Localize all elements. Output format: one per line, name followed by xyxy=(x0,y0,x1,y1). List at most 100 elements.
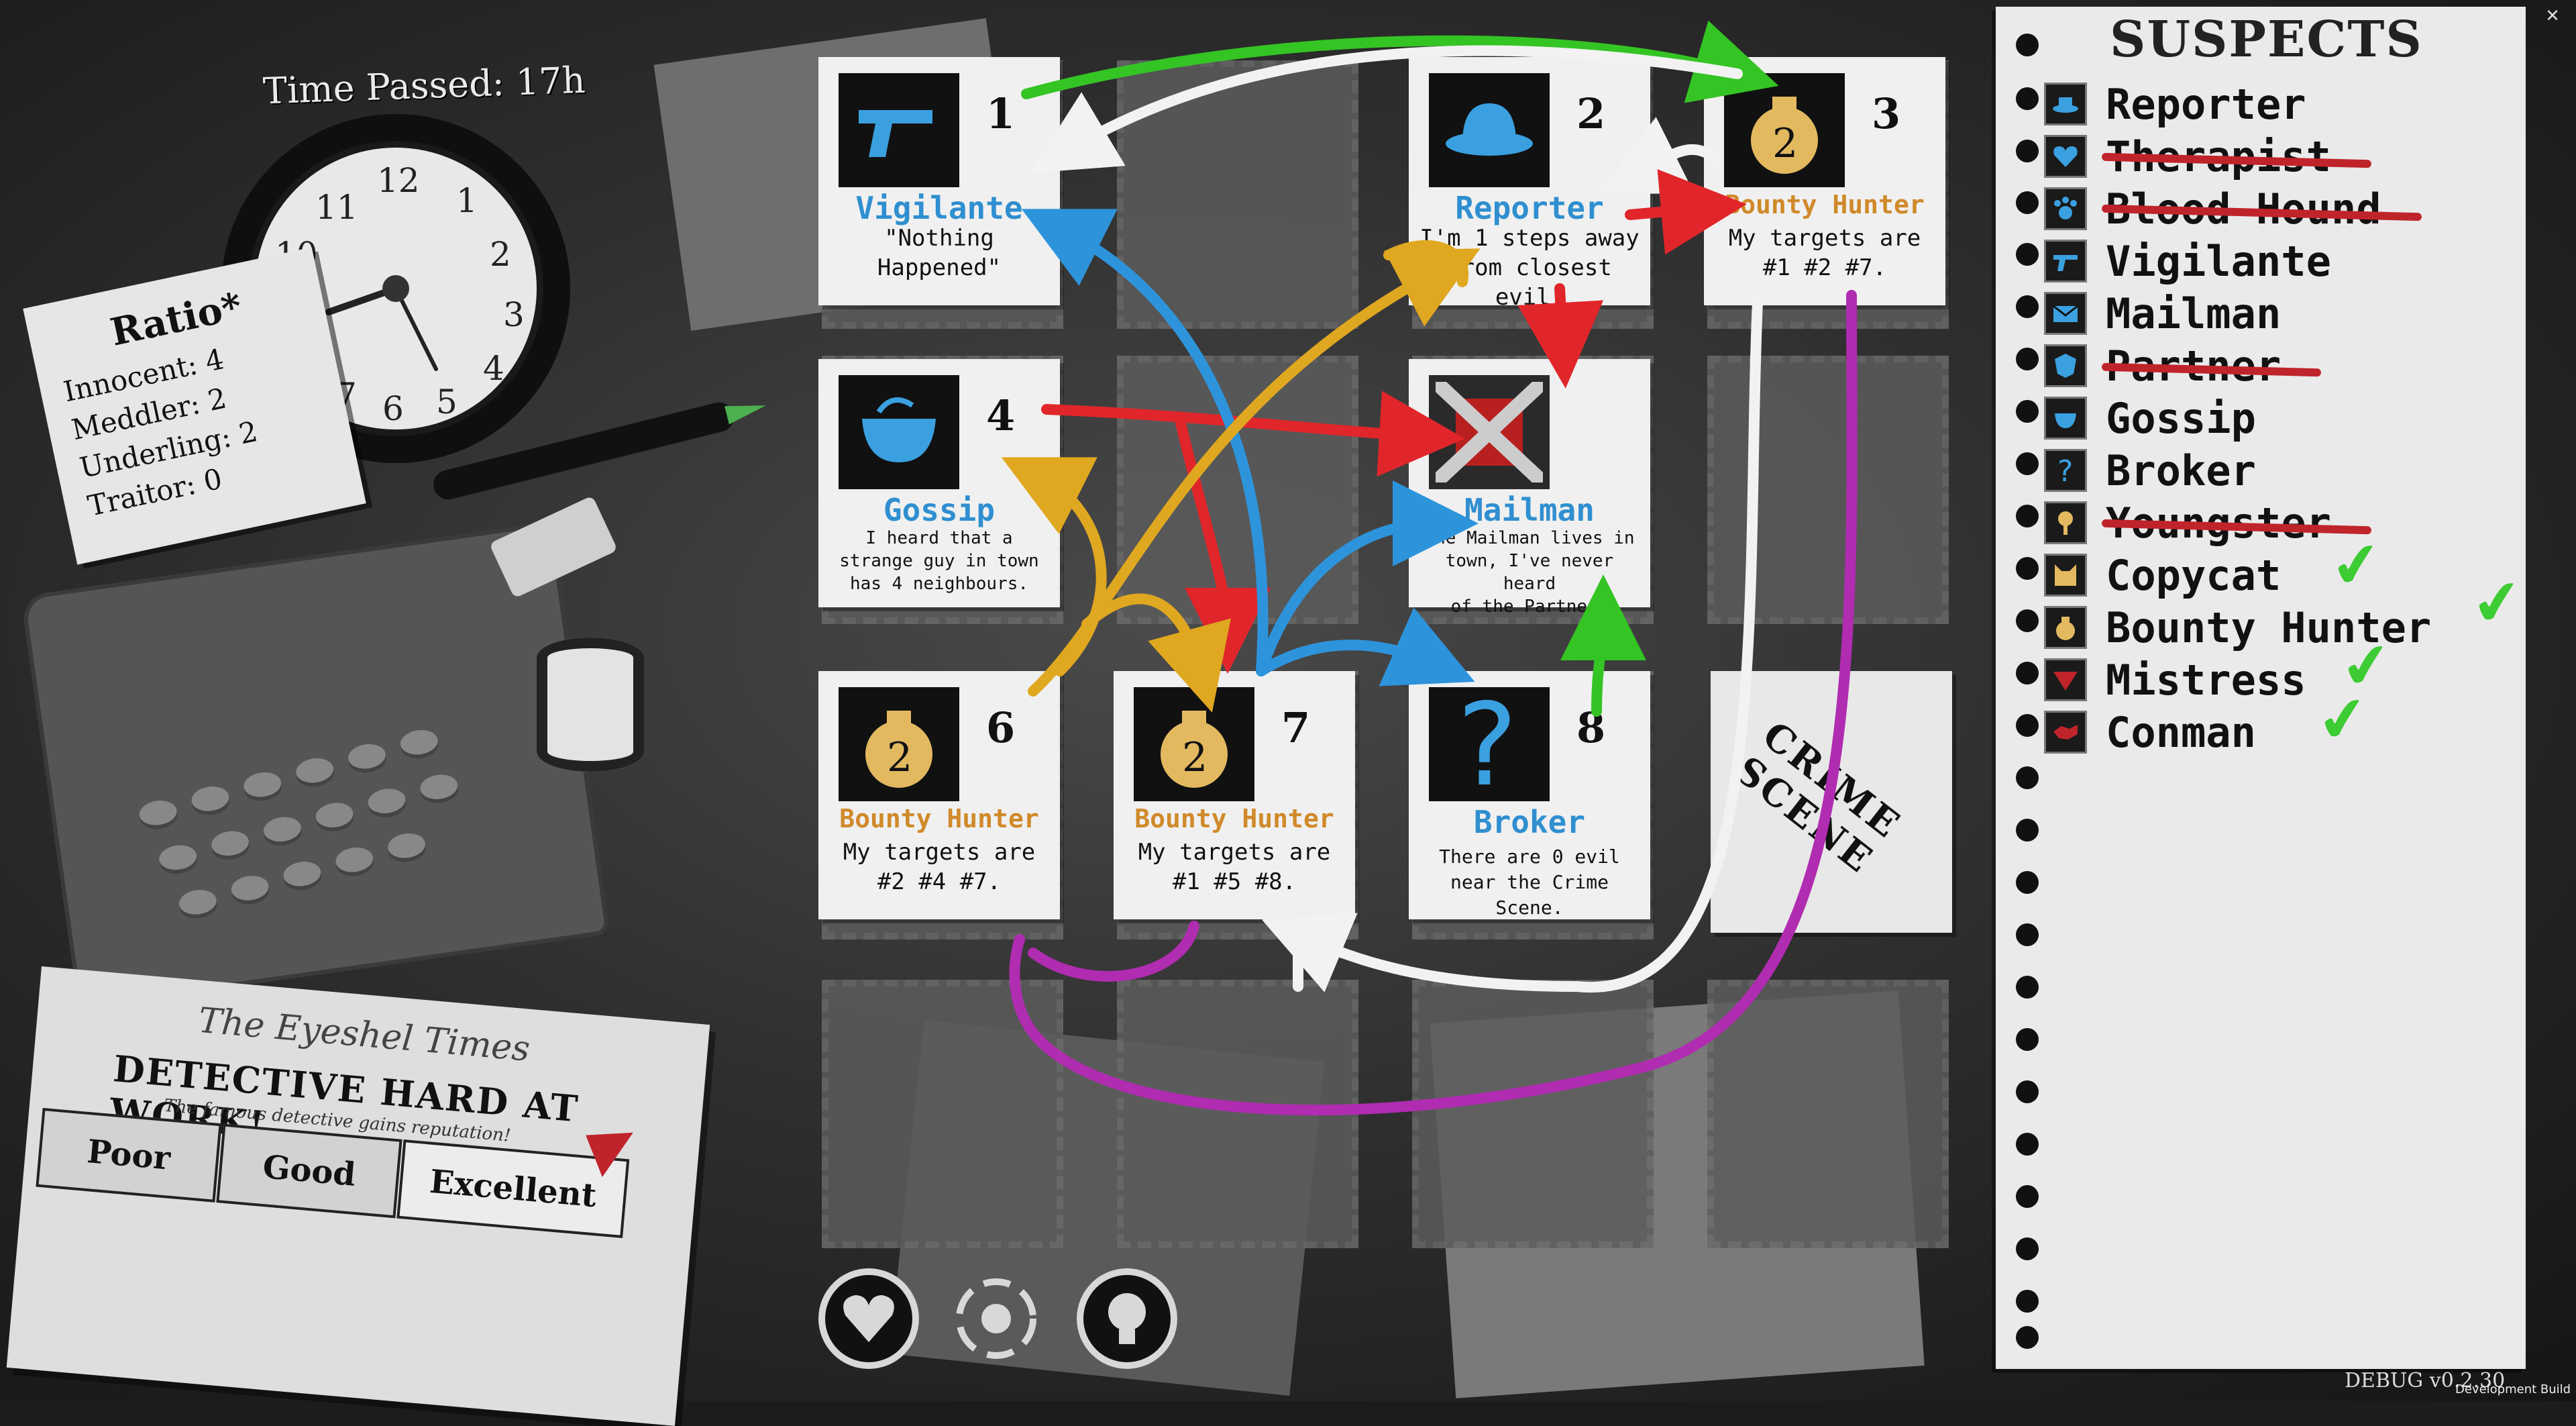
binder-hole xyxy=(2016,191,2039,214)
suspect-reporter[interactable]: Reporter xyxy=(2044,80,2306,129)
typewriter-key xyxy=(419,772,460,802)
hint-button[interactable] xyxy=(1077,1268,1177,1369)
suspect-broker[interactable]: ? Broker xyxy=(2044,446,2256,495)
suspect-mailman[interactable]: Mailman xyxy=(2044,289,2281,338)
binder-hole xyxy=(2016,87,2039,110)
binder-hole xyxy=(2016,819,2039,842)
suspect-name: Youngster xyxy=(2106,498,2331,548)
revolver-icon xyxy=(2044,240,2087,283)
card-number: 3 xyxy=(1872,89,1901,138)
clock-number: 3 xyxy=(503,295,525,334)
svg-text:?: ? xyxy=(2057,456,2073,485)
binder-hole xyxy=(2016,348,2039,370)
thread-spool xyxy=(537,638,644,772)
suspect-youngster[interactable]: Youngster xyxy=(2044,498,2331,548)
rating-poor: Poor xyxy=(36,1107,222,1203)
vortex-icon xyxy=(956,1278,1036,1359)
paw-print-icon xyxy=(2044,187,2087,230)
svg-text:?: ? xyxy=(1457,691,1517,798)
badge-icon xyxy=(2044,344,2087,387)
binder-hole xyxy=(2016,243,2039,266)
binder-hole xyxy=(2016,1237,2039,1260)
typewriter-key xyxy=(314,801,355,830)
svg-text:2: 2 xyxy=(887,734,912,781)
checkmark-icon: ✔ xyxy=(2313,681,2373,758)
suspect-name: Copycat xyxy=(2106,550,2282,600)
money-bag-icon: 2 xyxy=(1134,687,1254,801)
suspect-gossip[interactable]: Gossip xyxy=(2044,394,2256,443)
card-number: 4 xyxy=(986,391,1016,440)
typewriter-key xyxy=(262,815,303,844)
fan-icon xyxy=(2044,658,2087,701)
binder-hole xyxy=(2016,1080,2039,1103)
character-card-6[interactable]: 2 6 Bounty Hunter My targets are#2 #4 #7… xyxy=(818,671,1060,919)
suspect-name: Blood Hound xyxy=(2106,184,2381,234)
crime-scene-card: CRIME SCENE xyxy=(1711,671,1952,933)
clock-number: 4 xyxy=(483,349,504,388)
card-role: Vigilante xyxy=(855,190,1023,226)
heart-badge-button[interactable] xyxy=(818,1268,919,1369)
board-slot xyxy=(1117,356,1358,624)
binder-hole xyxy=(2016,871,2039,894)
card-number: 6 xyxy=(986,703,1016,752)
typewriter-key xyxy=(209,829,251,858)
typewriter-key xyxy=(157,843,199,872)
envelope-icon xyxy=(2044,292,2087,335)
heart-icon xyxy=(2044,135,2087,178)
typewriter-key xyxy=(366,786,407,816)
svg-text:2: 2 xyxy=(1772,120,1798,167)
vortex-button[interactable] xyxy=(946,1268,1046,1369)
suspect-name: Partner xyxy=(2106,341,2282,391)
fedora-hat-icon xyxy=(2044,83,2087,125)
suspect-name: Bounty Hunter xyxy=(2106,603,2432,652)
character-card-7[interactable]: 2 7 Bounty Hunter My targets are#1 #5 #8… xyxy=(1114,671,1355,919)
suspect-therapist[interactable]: Therapist xyxy=(2044,132,2331,181)
suspect-bounty-hunter[interactable]: Bounty Hunter xyxy=(2044,603,2432,652)
card-role: Mailman xyxy=(1464,492,1595,528)
board-slot xyxy=(1117,980,1358,1248)
suspect-copycat[interactable]: Copycat xyxy=(2044,550,2282,600)
typewriter-key xyxy=(282,859,323,889)
question-mark-icon: ? xyxy=(1429,687,1550,801)
card-number: 1 xyxy=(986,89,1016,138)
typewriter-key xyxy=(138,798,178,828)
binder-hole xyxy=(2016,505,2039,527)
board-slot xyxy=(1707,356,1949,624)
suspect-mistress[interactable]: Mistress xyxy=(2044,655,2306,705)
typewriter-key xyxy=(294,756,335,785)
card-number: 2 xyxy=(1576,89,1606,138)
typewriter-key xyxy=(346,742,388,771)
close-button[interactable]: ✕ xyxy=(2545,6,2560,26)
suspect-partner[interactable]: Partner xyxy=(2044,341,2282,391)
board-slot xyxy=(1707,980,1949,1248)
fedora-hat-icon xyxy=(1429,73,1550,187)
suspect-name: Vigilante xyxy=(2106,236,2331,286)
binder-hole xyxy=(2016,923,2039,946)
binder-hole xyxy=(2016,452,2039,475)
character-card-3[interactable]: 2 3 Bounty Hunter My targets are#1 #2 #7… xyxy=(1704,57,1945,305)
suspect-name: Mistress xyxy=(2106,655,2306,705)
clock-hands xyxy=(325,275,438,371)
checkmark-icon: ✔ xyxy=(2467,564,2528,642)
suspect-blood-hound[interactable]: Blood Hound xyxy=(2044,184,2381,234)
suspect-vigilante[interactable]: Vigilante xyxy=(2044,236,2331,286)
suspect-conman[interactable]: Conman xyxy=(2044,708,2256,757)
card-role: Reporter xyxy=(1455,190,1604,226)
money-bag-icon: 2 xyxy=(1724,73,1845,187)
typewriter-key xyxy=(177,887,218,917)
board-slot xyxy=(1412,980,1654,1248)
binder-hole xyxy=(2016,609,2039,632)
teacup-icon xyxy=(2044,397,2087,440)
svg-text:2: 2 xyxy=(1182,734,1208,781)
typewriter-key xyxy=(242,770,283,799)
rating-marker-icon xyxy=(586,1132,633,1178)
